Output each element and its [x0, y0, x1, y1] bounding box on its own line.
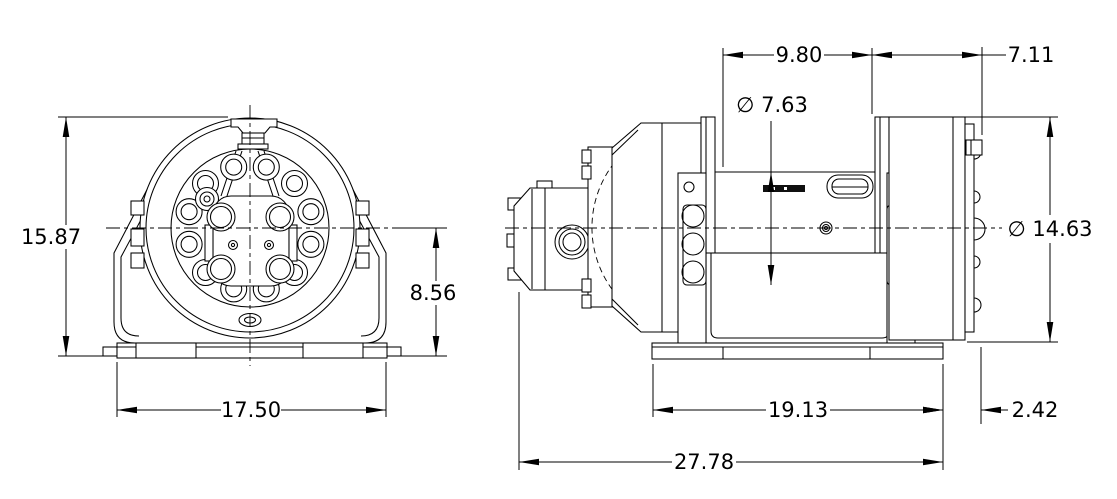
- dim-text-overall-height: 15.87: [21, 225, 81, 249]
- front-center-hub: [204, 195, 298, 287]
- side-view: [506, 116, 986, 360]
- dim-text-base-length: 19.13: [768, 398, 828, 422]
- dim-text-centerline-height: 8.56: [410, 281, 457, 305]
- dim-barrel-diameter: ∅ 7.63: [736, 93, 808, 285]
- centerlines: [106, 105, 1002, 366]
- front-base-plate: [102, 342, 402, 359]
- front-bolt-circle: [175, 153, 325, 303]
- dim-text-end-overhang: 2.42: [1012, 398, 1059, 422]
- side-tie-plate: [705, 252, 895, 344]
- housing-end-bolt: [965, 139, 983, 156]
- side-base-plate: [651, 342, 944, 360]
- dim-centerline-height: 8.56: [392, 227, 461, 357]
- dim-text-flange-diameter: ∅ 14.63: [1007, 217, 1092, 241]
- dim-drum-length: 9.80: [722, 43, 873, 167]
- dim-text-mount-width: 17.50: [221, 398, 281, 422]
- dim-flange-diameter: ∅ 14.63: [893, 116, 1095, 343]
- front-drain-plug: [194, 186, 220, 212]
- dim-base-length: 19.13: [652, 364, 944, 470]
- dim-text-overall-length: 27.78: [674, 450, 734, 474]
- dim-right-end-length: 7.11: [872, 43, 1054, 135]
- dim-end-overhang: 2.42: [916, 347, 1058, 424]
- front-rim-bolt-tabs: [130, 200, 370, 269]
- dim-text-barrel-diameter: ∅ 7.63: [736, 93, 808, 117]
- dim-overall-height: 15.87: [20, 116, 228, 357]
- side-hydraulic-motor: [506, 180, 601, 291]
- side-adapter-plate: [581, 141, 637, 314]
- front-view: [102, 117, 402, 359]
- dim-overall-length: 27.78: [518, 292, 943, 474]
- dimensions: 15.87 8.56 17.50 9.80: [20, 43, 1095, 474]
- dim-text-right-end-length: 7.11: [1008, 43, 1055, 67]
- front-top-cap: [230, 118, 278, 150]
- dim-text-drum-length: 9.80: [776, 43, 823, 67]
- dim-mount-width: 17.50: [116, 362, 387, 422]
- side-gear-housing: [888, 116, 986, 341]
